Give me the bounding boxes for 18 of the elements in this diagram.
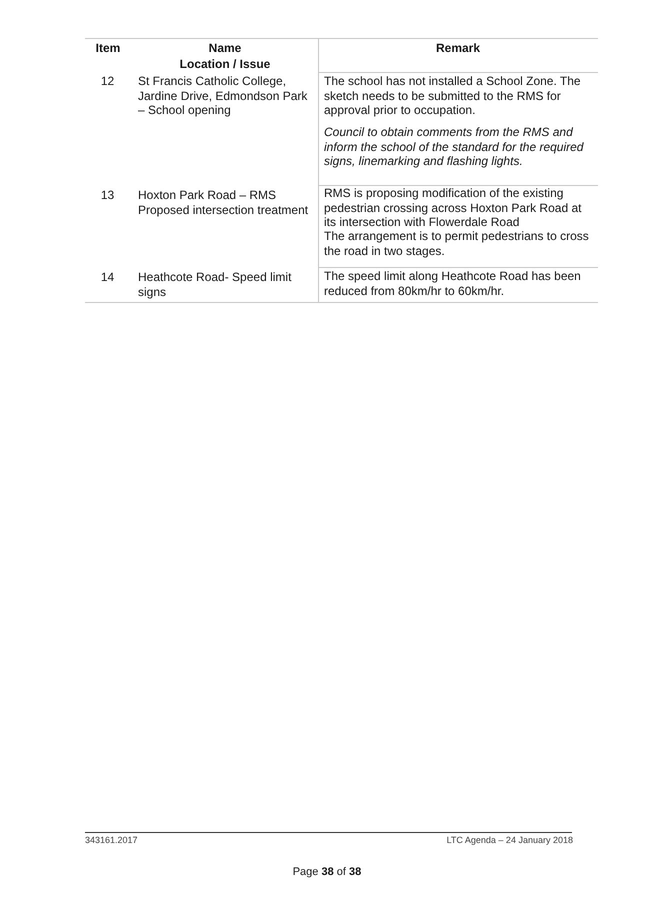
- column-header: Location / Issue: [179, 57, 271, 72]
- table-cell-text: 12: [100, 74, 115, 89]
- table-cell-note: Council to obtain comments from the RMS and inform the school of the standard for the required signs, linemarking and flashing lights.: [324, 125, 585, 169]
- column-header: Remark: [435, 41, 481, 56]
- table-cell-text: RMS is proposing modification of the existing pedestrian crossing across Hoxton Park Road at its intersection with Flowerdale Road: [324, 186, 582, 230]
- table-cell-text: 13: [100, 188, 115, 203]
- table-cell-text: The speed limit along Heathcote Road has been reduced from 80km/hr to 60km/hr.: [324, 269, 582, 298]
- page-number: Page 38 of 38: [292, 865, 362, 880]
- table-cell-text: St Francis Catholic College, Jardine Drive, Edmondson Park – School opening: [138, 74, 308, 118]
- column-header: Name: [208, 41, 242, 56]
- table-cell-text: The school has not installed a School Zone. The sketch needs to be submitted to the RMS for approval prior to occupation.: [324, 74, 582, 118]
- footer-text: LTC Agenda – 24 January 2018: [446, 835, 573, 846]
- table-cell-text: Hoxton Park Road – RMS Proposed intersection treatment: [138, 188, 310, 218]
- table-cell-text: The arrangement is to permit pedestrians to cross the road in two stages.: [324, 229, 590, 258]
- footer-text: 343161.2017: [85, 835, 139, 846]
- table-cell-text: 14: [100, 270, 115, 285]
- table-cell-text: Heathcote Road- Speed limit signs: [138, 270, 292, 300]
- column-header: Item: [95, 41, 121, 56]
